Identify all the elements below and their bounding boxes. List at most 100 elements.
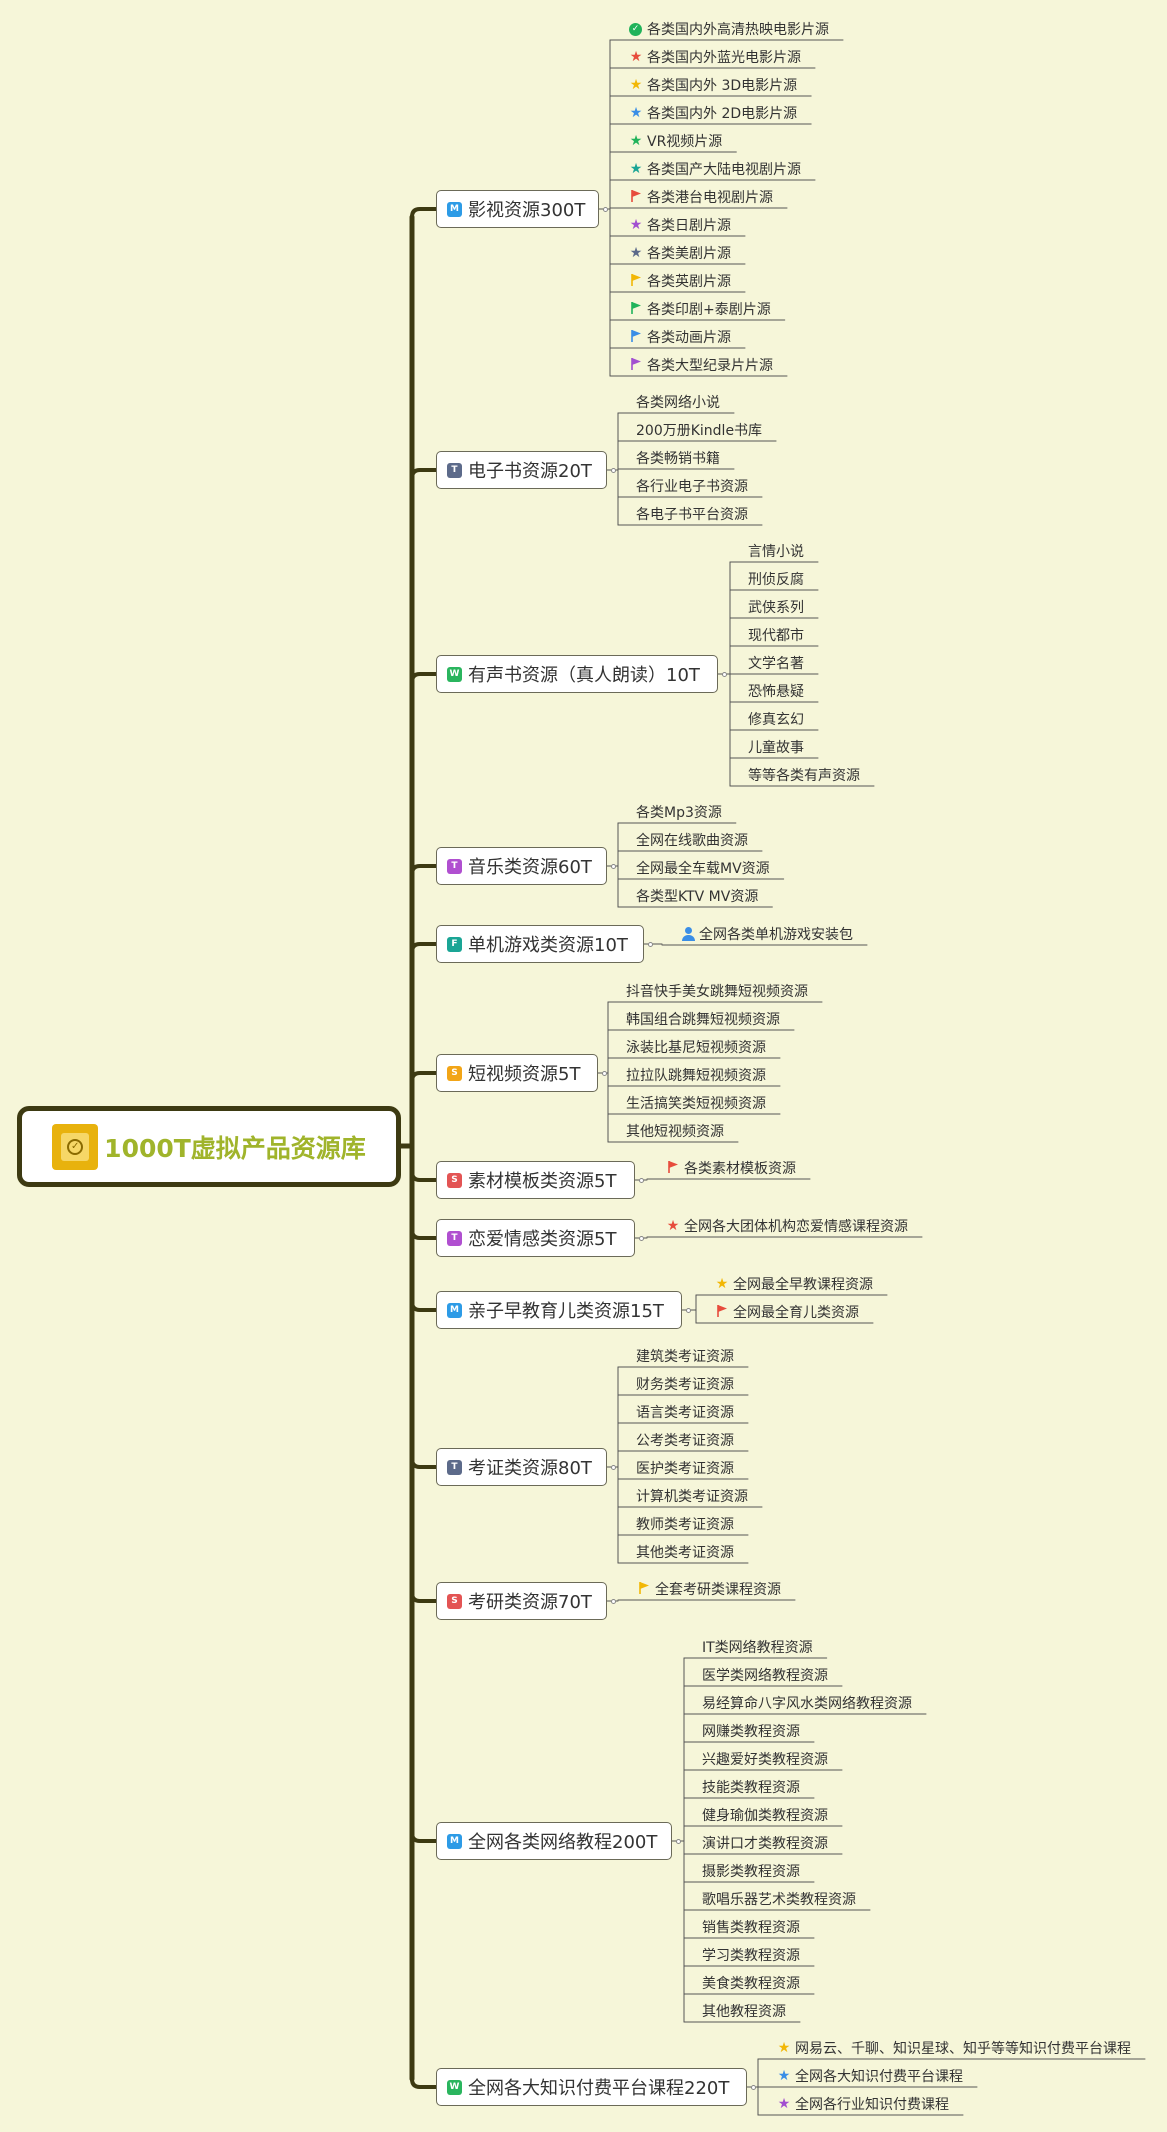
- leaf-item[interactable]: 易经算命八字风水类网络教程资源: [702, 1692, 912, 1714]
- leaf-item[interactable]: 歌唱乐器艺术类教程资源: [702, 1888, 856, 1910]
- leaf-item[interactable]: ★各类国内外蓝光电影片源: [628, 46, 801, 68]
- collapse-toggle[interactable]: [611, 1599, 616, 1604]
- leaf-item[interactable]: IT类网络教程资源: [702, 1636, 813, 1658]
- leaf-item[interactable]: ★各类美剧片源: [628, 242, 731, 264]
- collapse-toggle[interactable]: [603, 207, 608, 212]
- leaf-item[interactable]: 等等各类有声资源: [748, 764, 860, 786]
- collapse-toggle[interactable]: [686, 1308, 691, 1313]
- leaf-item[interactable]: 健身瑜伽类教程资源: [702, 1804, 828, 1826]
- leaf-item[interactable]: 各类动画片源: [628, 326, 731, 348]
- leaf-item[interactable]: 言情小说: [748, 540, 804, 562]
- leaf-item[interactable]: 各电子书平台资源: [636, 503, 748, 525]
- leaf-item[interactable]: 各类网络小说: [636, 391, 720, 413]
- leaf-item[interactable]: 教师类考证资源: [636, 1513, 734, 1535]
- collapse-toggle[interactable]: [676, 1839, 681, 1844]
- leaf-item[interactable]: 其他类考证资源: [636, 1541, 734, 1563]
- collapse-toggle[interactable]: [648, 942, 653, 947]
- collapse-toggle[interactable]: [602, 1071, 607, 1076]
- leaf-label: 各类动画片源: [647, 330, 731, 346]
- leaf-item[interactable]: 泳装比基尼短视频资源: [626, 1036, 766, 1058]
- leaf-item[interactable]: 各类英剧片源: [628, 270, 731, 292]
- leaf-item[interactable]: ★全网各大团体机构恋爱情感课程资源: [665, 1215, 908, 1237]
- leaf-label: 医护类考证资源: [636, 1461, 734, 1477]
- leaf-item[interactable]: 摄影类教程资源: [702, 1860, 800, 1882]
- leaf-item[interactable]: 其他教程资源: [702, 2000, 786, 2022]
- leaf-item[interactable]: 语言类考证资源: [636, 1401, 734, 1423]
- branch-label: 单机游戏类资源10T: [468, 935, 628, 956]
- leaf-item[interactable]: 兴趣爱好类教程资源: [702, 1748, 828, 1770]
- collapse-toggle[interactable]: [611, 864, 616, 869]
- leaf-item[interactable]: 抖音快手美女跳舞短视频资源: [626, 980, 808, 1002]
- leaf-item[interactable]: ★各类国内外 3D电影片源: [628, 74, 797, 96]
- leaf-item[interactable]: 全套考研类课程资源: [636, 1578, 781, 1600]
- leaf-item[interactable]: 各类印剧+泰剧片源: [628, 298, 771, 320]
- collapse-toggle[interactable]: [639, 1236, 644, 1241]
- leaf-item[interactable]: 生活搞笑类短视频资源: [626, 1092, 766, 1114]
- leaf-item[interactable]: 恐怖悬疑: [748, 680, 804, 702]
- leaf-item[interactable]: 各类大型纪录片片源: [628, 354, 773, 376]
- collapse-toggle[interactable]: [751, 2085, 756, 2090]
- collapse-toggle[interactable]: [639, 1178, 644, 1183]
- leaf-item[interactable]: 韩国组合跳舞短视频资源: [626, 1008, 780, 1030]
- leaf-item[interactable]: 刑侦反腐: [748, 568, 804, 590]
- leaf-item[interactable]: ★网易云、千聊、知识星球、知乎等等知识付费平台课程: [776, 2037, 1131, 2059]
- leaf-item[interactable]: 全网最全育儿类资源: [714, 1301, 859, 1323]
- leaf-item[interactable]: 200万册Kindle书库: [636, 419, 762, 441]
- leaf-item[interactable]: 各行业电子书资源: [636, 475, 748, 497]
- leaf-item[interactable]: ✓各类国内外高清热映电影片源: [628, 18, 829, 40]
- leaf-item[interactable]: 公考类考证资源: [636, 1429, 734, 1451]
- leaf-item[interactable]: 全网最全车载MV资源: [636, 857, 770, 879]
- leaf-item[interactable]: 学习类教程资源: [702, 1944, 800, 1966]
- leaf-item[interactable]: ★各类日剧片源: [628, 214, 731, 236]
- leaf-item[interactable]: ★各类国产大陆电视剧片源: [628, 158, 801, 180]
- leaf-item[interactable]: 全网在线歌曲资源: [636, 829, 748, 851]
- leaf-label: 抖音快手美女跳舞短视频资源: [626, 984, 808, 1000]
- leaf-item[interactable]: 建筑类考证资源: [636, 1345, 734, 1367]
- leaf-item[interactable]: 财务类考证资源: [636, 1373, 734, 1395]
- leaf-item[interactable]: ★全网各行业知识付费课程: [776, 2093, 949, 2115]
- leaf-item[interactable]: 儿童故事: [748, 736, 804, 758]
- leaf-item[interactable]: 美食类教程资源: [702, 1972, 800, 1994]
- leaf-item[interactable]: 其他短视频资源: [626, 1120, 724, 1142]
- leaf-item[interactable]: 网赚类教程资源: [702, 1720, 800, 1742]
- leaf-item[interactable]: 各类畅销书籍: [636, 447, 720, 469]
- collapse-toggle[interactable]: [611, 1465, 616, 1470]
- leaf-item[interactable]: 计算机类考证资源: [636, 1485, 748, 1507]
- leaf-label: 演讲口才类教程资源: [702, 1836, 828, 1852]
- leaf-item[interactable]: 演讲口才类教程资源: [702, 1832, 828, 1854]
- collapse-toggle[interactable]: [722, 672, 727, 677]
- leaf-item[interactable]: 拉拉队跳舞短视频资源: [626, 1064, 766, 1086]
- leaf-item[interactable]: 各类Mp3资源: [636, 801, 722, 823]
- leaf-item[interactable]: 医学类网络教程资源: [702, 1664, 828, 1686]
- leaf-item[interactable]: ★VR视频片源: [628, 130, 723, 152]
- leaf-item[interactable]: 修真玄幻: [748, 708, 804, 730]
- leaf-item[interactable]: ★各类国内外 2D电影片源: [628, 102, 797, 124]
- leaf-item[interactable]: 各类型KTV MV资源: [636, 885, 758, 907]
- leaf-item[interactable]: 现代都市: [748, 624, 804, 646]
- leaf-item[interactable]: 各类港台电视剧片源: [628, 186, 773, 208]
- root-node[interactable]: ✓ 1000T虚拟产品资源库: [17, 1106, 401, 1187]
- leaf-item[interactable]: 销售类教程资源: [702, 1916, 800, 1938]
- leaf-item[interactable]: ★全网各大知识付费平台课程: [776, 2065, 963, 2087]
- leaf-item[interactable]: ★全网最全早教课程资源: [714, 1273, 873, 1295]
- leaf-item[interactable]: 技能类教程资源: [702, 1776, 800, 1798]
- leaf-item[interactable]: 全网各类单机游戏安装包: [680, 923, 853, 945]
- leaf-item[interactable]: 医护类考证资源: [636, 1457, 734, 1479]
- leaf-item[interactable]: 武侠系列: [748, 596, 804, 618]
- collapse-toggle[interactable]: [611, 468, 616, 473]
- leaf-item[interactable]: 各类素材模板资源: [665, 1157, 796, 1179]
- leaf-item[interactable]: 文学名著: [748, 652, 804, 674]
